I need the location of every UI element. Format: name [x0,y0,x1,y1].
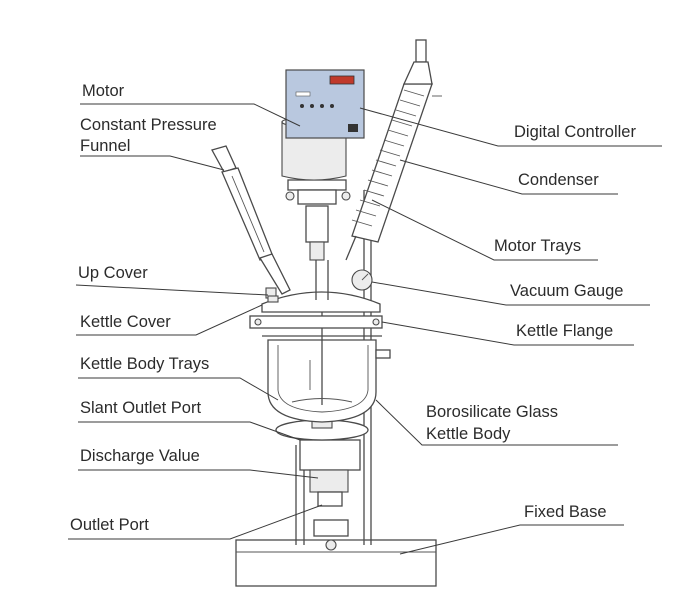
condenser-shape [345,39,442,261]
label-kettle-flange: Kettle Flange [516,322,614,340]
kettle-cover-shape [261,287,381,313]
label-constant-pressure-funnel-line1: Constant Pressure [80,116,217,134]
label-vacuum-gauge: Vacuum Gauge [510,282,624,300]
label-motor-trays: Motor Trays [494,237,582,255]
label-discharge-value: Discharge Value [80,447,200,465]
label-borosilicate-glass-line1: Borosilicate Glass [426,403,559,421]
label-borosilicate-glass-line2: Kettle Body [426,425,511,443]
discharge-assembly [299,439,365,551]
label-slant-outlet-port: Slant Outlet Port [80,399,202,417]
digital-controller-shape [285,69,365,139]
kettle-flange-shape [249,315,383,329]
vacuum-gauge-shape [351,269,373,291]
label-up-cover: Up Cover [78,264,148,282]
label-kettle-body-trays: Kettle Body Trays [80,355,210,373]
label-fixed-base: Fixed Base [524,503,607,521]
label-constant-pressure-funnel-line2: Funnel [80,137,131,155]
label-condenser: Condenser [518,171,599,189]
label-kettle-cover: Kettle Cover [80,313,171,331]
kettle-body-shape [262,300,391,423]
funnel-shape [211,145,291,295]
label-outlet-port: Outlet Port [70,516,149,534]
fixed-base-shape [235,539,437,587]
label-motor: Motor [82,82,125,100]
motor-tray-shape [285,179,351,300]
label-digital-controller: Digital Controller [514,123,636,141]
leader-lines [68,103,662,555]
